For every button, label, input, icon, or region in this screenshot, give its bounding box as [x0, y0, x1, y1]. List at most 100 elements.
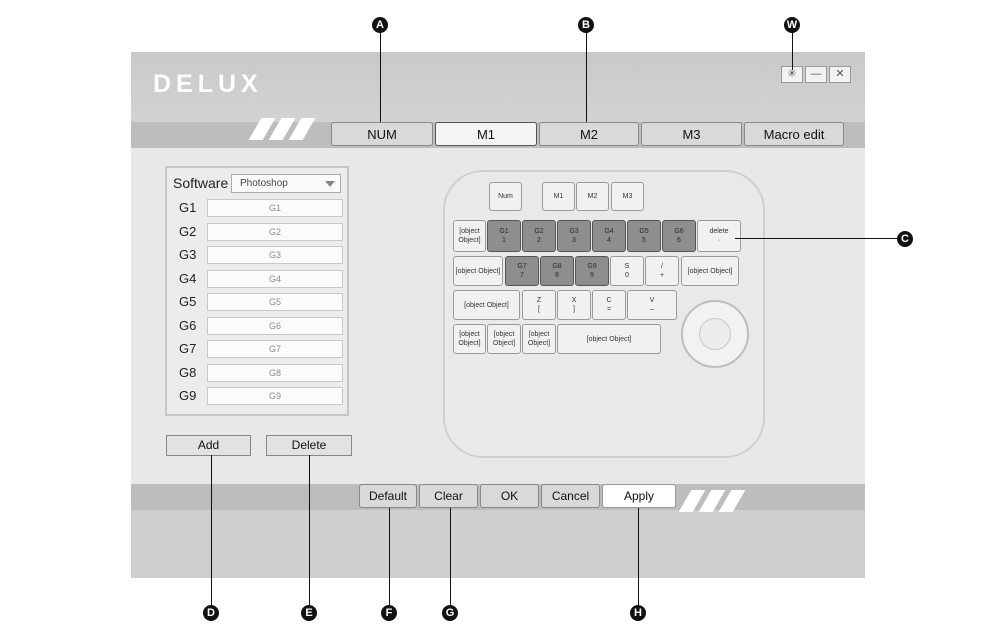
- keypad-key[interactable]: M3: [611, 182, 644, 211]
- key-label: [object Object]: [492, 331, 516, 347]
- key-sublabel: =: [606, 306, 612, 313]
- callout-line-d: [211, 455, 212, 605]
- callout-b: B: [578, 17, 594, 33]
- cancel-button[interactable]: Cancel: [541, 484, 600, 508]
- callout-e: E: [301, 605, 317, 621]
- keypad-key[interactable]: V–: [627, 290, 677, 320]
- key-label: C: [606, 297, 612, 304]
- software-label: Software: [173, 175, 229, 191]
- keypad-key[interactable]: [object Object]: [557, 324, 661, 354]
- keypad-key[interactable]: delete·: [697, 220, 741, 252]
- minimize-button[interactable]: —: [805, 66, 827, 83]
- g-key-field[interactable]: G1: [207, 199, 343, 217]
- g-key-label: G9: [179, 388, 197, 403]
- g-key-field[interactable]: G9: [207, 387, 343, 405]
- key-sublabel: 5: [642, 237, 646, 244]
- keypad-key[interactable]: [object Object]: [453, 256, 503, 286]
- decor-stripes-icon: [678, 490, 749, 512]
- keypad-key[interactable]: [object Object]: [487, 324, 521, 354]
- key-sublabel: 1: [502, 237, 506, 244]
- settings-icon[interactable]: ✳: [781, 66, 803, 83]
- software-select[interactable]: Photoshop: [231, 174, 341, 193]
- keypad-key[interactable]: C=: [592, 290, 626, 320]
- key-label: X: [571, 297, 577, 304]
- keypad-key[interactable]: Z[: [522, 290, 556, 320]
- key-label: G1: [499, 228, 509, 235]
- key-sublabel: ]: [573, 306, 575, 313]
- delete-button[interactable]: Delete: [266, 435, 352, 456]
- key-label: G6: [674, 228, 684, 235]
- g-key-field[interactable]: G7: [207, 340, 343, 358]
- key-sublabel: 7: [520, 272, 524, 279]
- g-key-field[interactable]: G8: [207, 363, 343, 382]
- close-button[interactable]: ✕: [829, 66, 851, 83]
- key-label: [object Object]: [458, 228, 481, 244]
- keypad-key[interactable]: Num: [489, 182, 522, 211]
- keypad-key[interactable]: M2: [576, 182, 609, 211]
- key-label: [object Object]: [455, 267, 501, 275]
- key-sublabel: –: [650, 306, 654, 313]
- callout-f: F: [381, 605, 397, 621]
- g-key-field[interactable]: G6: [207, 316, 343, 335]
- tab-m1[interactable]: M1: [435, 122, 537, 146]
- g-key-field[interactable]: G5: [207, 293, 343, 311]
- keypad-key[interactable]: [object Object]: [453, 290, 520, 320]
- callout-line-g: [450, 508, 451, 605]
- decor-stripes-icon: [248, 118, 319, 140]
- ok-button[interactable]: OK: [480, 484, 539, 508]
- apply-button[interactable]: Apply: [602, 484, 676, 508]
- key-label: [object Object]: [458, 331, 481, 347]
- callout-a: A: [372, 17, 388, 33]
- key-label: G4: [604, 228, 614, 235]
- key-sublabel: 6: [677, 237, 681, 244]
- key-sublabel: ·: [717, 237, 721, 244]
- key-label: M2: [587, 193, 598, 200]
- app-header: DELUX ✳ — ✕ NUM M1 M2 M3 Macro edit: [131, 52, 865, 148]
- callout-line-f: [389, 508, 390, 605]
- g-key-field[interactable]: G4: [207, 269, 343, 288]
- tab-m3[interactable]: M3: [641, 122, 742, 146]
- key-label: G5: [639, 228, 649, 235]
- keypad-key[interactable]: [object Object]: [453, 220, 486, 252]
- key-label: [object Object]: [527, 331, 551, 347]
- tab-macro-edit[interactable]: Macro edit: [744, 122, 844, 146]
- key-label: [object Object]: [687, 267, 733, 275]
- callout-line-w: [792, 32, 793, 70]
- key-sublabel: 4: [607, 237, 611, 244]
- keypad-key[interactable]: X]: [557, 290, 591, 320]
- key-sublabel: +: [659, 272, 665, 279]
- keypad-key[interactable]: /+: [645, 256, 679, 286]
- default-button[interactable]: Default: [359, 484, 417, 508]
- software-selected: Photoshop: [240, 178, 288, 189]
- tab-m2[interactable]: M2: [539, 122, 639, 146]
- dial-knob[interactable]: [681, 300, 749, 368]
- keypad-key[interactable]: [object Object]: [522, 324, 556, 354]
- add-button[interactable]: Add: [166, 435, 251, 456]
- key-label: G3: [569, 228, 579, 235]
- g-key-label: G3: [179, 247, 197, 262]
- chevron-down-icon: [325, 181, 335, 187]
- callout-line-a: [380, 32, 381, 122]
- g-key-field[interactable]: G2: [207, 222, 343, 241]
- tab-num[interactable]: NUM: [331, 122, 433, 146]
- g-key-field[interactable]: G3: [207, 246, 343, 264]
- keypad-key[interactable]: [object Object]: [681, 256, 739, 286]
- key-sublabel: 2: [537, 237, 541, 244]
- keypad-key[interactable]: M1: [542, 182, 575, 211]
- clear-button[interactable]: Clear: [419, 484, 478, 508]
- key-label: G9: [587, 263, 597, 270]
- keypad-key[interactable]: [object Object]: [453, 324, 486, 354]
